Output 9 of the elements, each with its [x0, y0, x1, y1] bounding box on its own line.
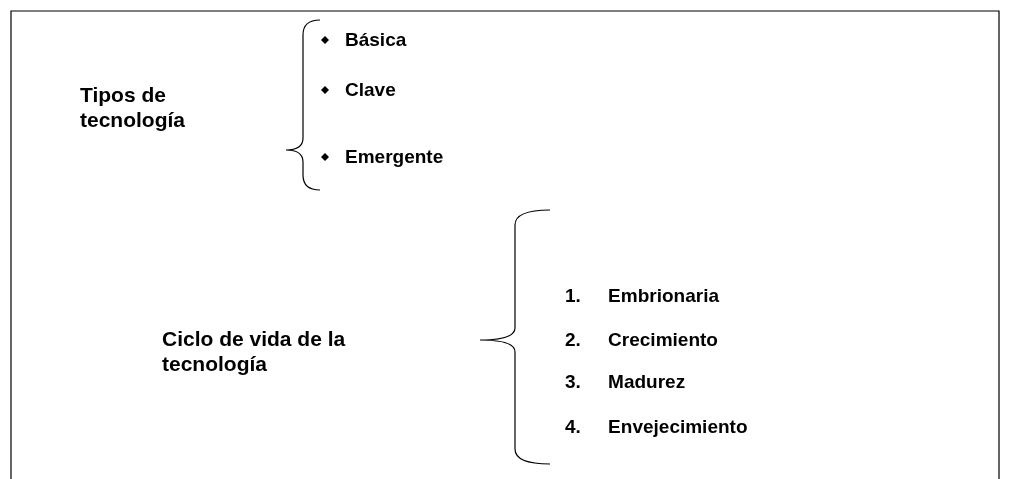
list-item-text: Emergente: [345, 145, 444, 169]
list-item-text: Básica: [345, 28, 407, 52]
list-item-text: 2. Crecimiento: [565, 328, 718, 352]
heading-text: Ciclo de vida de la tecnología: [162, 326, 347, 377]
list-item-text: Clave: [345, 78, 396, 102]
list-item-text: 3. Madurez: [565, 370, 686, 394]
heading-text: Tipos de tecnología: [80, 82, 186, 133]
list-item-text: 4. Envejecimiento: [565, 415, 748, 439]
list-item-text: 1. Embrionaria: [565, 284, 719, 308]
